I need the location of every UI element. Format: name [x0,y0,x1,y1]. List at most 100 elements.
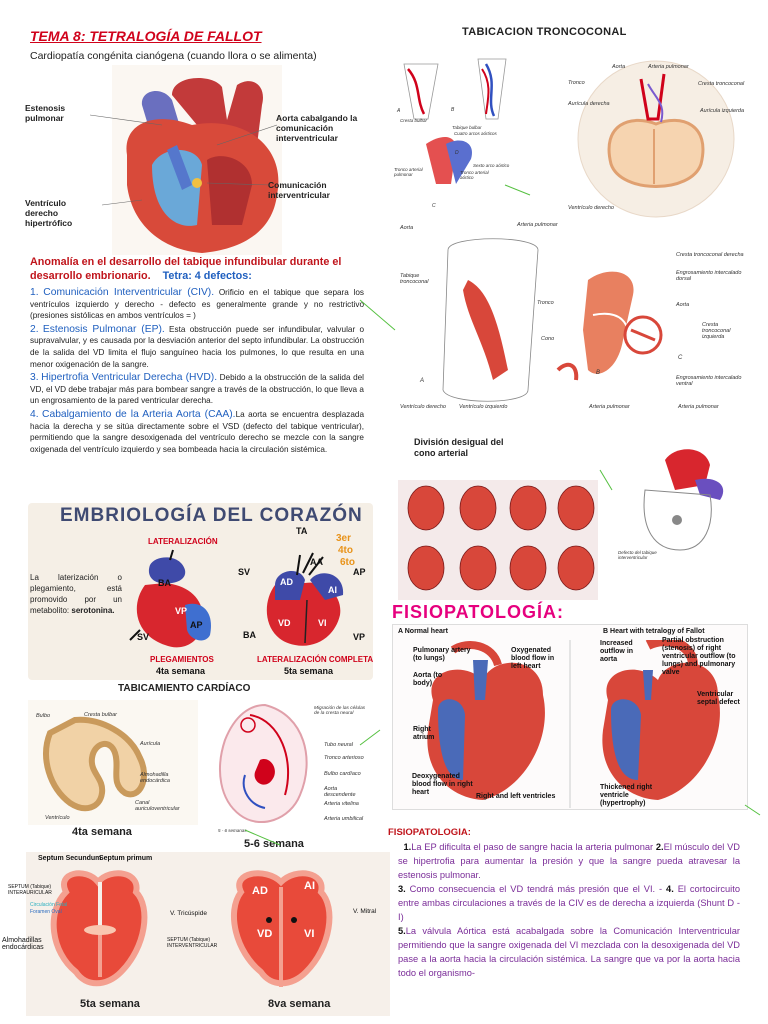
embrio-text: La laterización o plegamiento, está prom… [30,573,122,615]
label-oxygenated: Oxygenated blood flow in left heart [511,647,555,670]
defect-item: 1. Comunicación Interventricular (CIV). … [30,287,364,321]
label-a-t: A [420,378,425,384]
lateralizacion-label: LATERALIZACIÓN [148,537,218,546]
label-sexto-arco: Sexto arco aórtico [473,163,510,168]
fisio-b-label: B Heart with tetralogy of Fallot [603,628,705,635]
label-ad: AD [280,577,293,587]
fisio-title: FISIOPATOLOGÍA: [392,602,564,622]
label-cresta-tronco-r: Cresta troncoconal [698,81,745,87]
tabicacion-title: TABICACION TRONCOCONAL [462,26,627,38]
embrio-heart-diagram [129,549,344,648]
tabic-sem56: 5-6 semana [244,838,304,850]
label-vd-8: VD [257,928,273,940]
label-tabique-bulbar: Tabique bulbar [452,125,482,130]
label-vd: VD [278,618,291,628]
label-a-r: A [397,108,401,114]
label-3er: 3er [336,533,352,544]
fallot-heart-figure [89,65,282,255]
label-vp-2: VP [353,632,366,642]
fisio-a-label: A Normal heart [398,628,448,635]
label-partial: Partial obstruction (stenosis) of right … [662,637,736,676]
embryo-diagram [219,703,308,824]
label-aorta-r: Aorta [612,64,626,70]
cono-title: División desigual del cono arterial [414,437,504,458]
label-bulbo-cardiaco: Bulbo cardíaco [324,771,361,777]
label-arteria-pul3-t: Arteria pulmonar [678,404,719,410]
label-ba: BA [158,578,171,588]
label-septal: Ventricular septal defect [697,691,740,706]
label-right-atrium: Right atrium [413,726,435,741]
label-arteria-pulmonar-t: Arteria pulmonar [517,222,558,228]
label-aa: AA [310,557,323,567]
label-ta: TA [296,526,308,536]
septum-sem8: 8va semana [268,998,331,1010]
label-ventriculo-der-r: Ventrículo derecho [568,205,614,211]
label-b-t: B [596,370,601,376]
label-estenosis: Estenosis pulmonar [25,103,66,123]
page-title: TEMA 8: TETRALOGÍA DE FALLOT [30,28,262,44]
label-arteria-vitelina: Arteria vitelina [324,801,359,807]
label-vi: VI [318,618,327,628]
label-b-r: B [451,107,455,113]
label-defecto: Defecto del tabique interventricular [618,550,657,560]
label-foramen: Foramen Oval [30,909,62,915]
defects-list: 1. Comunicación Interventricular (CIV). … [30,287,364,457]
defect-item: 2. Estenosis Pulmonar (EP). Esta obstruc… [30,323,365,369]
defect-item: 4. Cabalgamiento de la Arteria Aorta (CA… [30,408,365,454]
label-almohadilla: Almohadilla endocárdica [140,772,170,784]
septum-sem5: 5ta semana [80,998,140,1010]
label-d-r: D [455,150,459,156]
label-deoxygenated: Deoxygenated blood flow in right heart [412,773,473,796]
label-troncoconal-r: Tronco [568,80,585,86]
embrio-sem5: 5ta semana [284,666,334,676]
label-ventriculo: Ventrículo derecho hipertrófico [25,198,73,228]
label-tronco: Tronco arterioso [324,755,364,761]
label-auricula-izq-r: Aurícula izquierda [700,108,745,114]
label-tubo: Tubo neural [324,742,353,748]
label-cresta-bulbar-r: Cresta bulbar [400,118,428,123]
label-migracion: Migración de las células de la cresta ne… [314,706,366,716]
troncoconal-diagram [442,238,663,402]
tabicacion-diagram [403,58,735,218]
label-tronco-pulmonar: Tronco arterial pulmonar [394,167,423,177]
label-circulacion: Circulación Fetal [30,902,68,908]
label-c-t: C [678,355,683,361]
tabicamiento-title: TABICAMIENTO CARDÍACO [118,683,251,694]
tabic-sem4: 4ta semana [72,826,132,838]
label-aorta-t: Aorta [400,225,414,231]
label-cresta-izq-t: Cresta troncoconal izquierda [702,322,731,340]
label-arteria-pul2-t: Arteria pulmonar [589,404,630,410]
lat-completa-label: LATERALIZACIÓN COMPLETA [257,655,374,664]
label-tabique-t: Tabique troncoconal [400,273,429,285]
label-vi-8: VI [304,928,315,940]
cono-diagram [398,480,598,600]
label-ventriculo-der-t: Ventrículo derecho [400,404,446,410]
label-tronco-t: Tronco [537,300,554,306]
label-septum-primum: Septum primum [99,855,153,862]
label-aorta-cabalgando: Aorta cabalgando la comunicación interve… [276,113,358,143]
label-comunicacion: Comunicación interventricular [268,180,330,200]
label-aorta2-t: Aorta [676,302,690,308]
label-auricula: Aurícula [140,741,161,747]
label-cuatro-arcos: Cuatro arcos aórticos [454,131,497,136]
label-ventricles: Right and left ventricles [476,793,556,800]
defect-item: 3. Hipertrofia Ventricular Derecha (HVD)… [30,372,364,406]
label-ap-2: AP [353,567,366,577]
label-sv: SV [137,632,150,642]
label-aorta-body: Aorta (to body) [413,672,443,687]
fisio-subtitle: FISIOPATOLOGIA: [388,827,471,838]
plegamientos-label: PLEGAMIENTOS [150,655,214,664]
label-ap: AP [190,620,203,630]
label-cono-t: Cono [541,336,555,342]
septum-diagram [50,870,333,987]
fisio-hearts-diagram [427,640,720,808]
label-interventricular: SEPTUM (Tabique) INTERVENTRICULAR [167,937,218,949]
label-arteria-pulmonar-r: Arteria pulmonar [648,64,689,70]
label-ad-8: AD [252,885,268,897]
label-interauricular: SEPTUM (Tabique) INTERAURICULAR [8,884,52,896]
label-ba-2: BA [243,630,256,640]
label-ai-8: AI [304,880,315,892]
label-aorta-desc: Aorta descendente [324,786,356,798]
fisio-text: 1.La EP dificulta el paso de sangre haci… [398,842,740,978]
defecto-heart-diagram [605,440,745,565]
